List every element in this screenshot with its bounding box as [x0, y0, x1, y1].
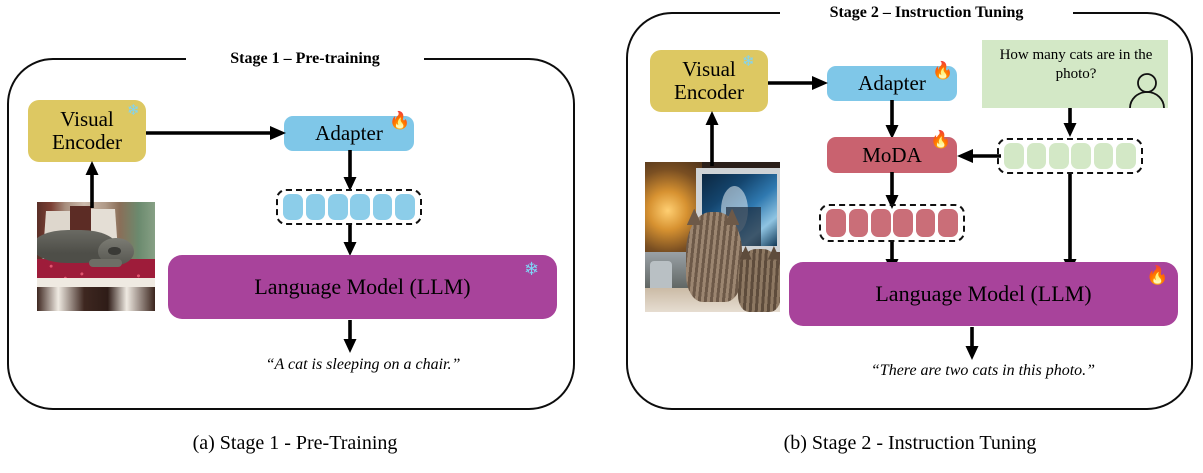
text-token-strip-stage-2	[997, 138, 1143, 174]
input-image-stage-1	[37, 202, 155, 311]
arrow-llm-to-output-stage-1	[338, 320, 362, 354]
llm-box-stage-1[interactable]: Language Model (LLM)	[168, 255, 557, 319]
token-pill	[1048, 143, 1069, 169]
token-pill	[870, 209, 891, 237]
visual-encoder-box-stage-1[interactable]: Visual Encoder	[28, 100, 146, 162]
arrow-visual-encoder-to-adapter-stage-1	[146, 122, 288, 144]
arrow-image-to-visual-encoder-stage-1	[80, 160, 104, 208]
llm-label: Language Model (LLM)	[875, 281, 1092, 307]
panel-stage-2-title: Stage 2 – Instruction Tuning	[780, 4, 1073, 22]
arrow-llm-to-output-stage-2	[960, 327, 984, 361]
arrow-tokens-to-llm-stage-1	[338, 225, 362, 257]
arrow-text-tokens-to-moda	[955, 145, 1001, 167]
token-pill	[1115, 143, 1136, 169]
token-pill	[937, 209, 958, 237]
arrow-visual-encoder-to-adapter-stage-2	[768, 72, 830, 94]
token-pill	[394, 194, 415, 220]
arrow-image-to-visual-encoder-stage-2	[700, 110, 724, 166]
token-pill	[848, 209, 869, 237]
arrow-moda-to-visual-tokens	[880, 172, 904, 210]
caption-stage-2: (b) Stage 2 - Instruction Tuning	[783, 432, 1037, 454]
token-pill	[1093, 143, 1114, 169]
visual-encoder-label-line2: Encoder	[674, 80, 744, 104]
visual-encoder-label-line1: Visual	[682, 57, 736, 82]
output-text-stage-1: “A cat is sleeping on a chair.”	[265, 356, 461, 373]
token-pill	[350, 194, 371, 220]
adapter-label: Adapter	[858, 71, 926, 96]
token-pill	[1026, 143, 1047, 169]
visual-encoder-label-line1: Visual	[60, 107, 114, 132]
adapter-label: Adapter	[315, 121, 383, 146]
output-text-stage-2: “There are two cats in this photo.”	[870, 362, 1096, 379]
token-pill	[893, 209, 914, 237]
arrow-adapter-to-moda-stage-2	[880, 100, 904, 140]
person-icon	[1129, 73, 1165, 108]
token-pill	[826, 209, 847, 237]
token-pill	[1071, 143, 1092, 169]
arrow-text-tokens-to-llm	[1058, 174, 1082, 274]
token-pill	[915, 209, 936, 237]
llm-box-stage-2[interactable]: Language Model (LLM)	[789, 262, 1178, 326]
visual-encoder-label-line2: Encoder	[52, 130, 122, 154]
moda-box-stage-2[interactable]: MoDA	[827, 137, 957, 173]
question-box-stage-2[interactable]: How many cats are in the photo?	[982, 40, 1168, 108]
token-pill	[305, 194, 326, 220]
moda-label: MoDA	[862, 142, 922, 167]
token-pill	[1004, 143, 1025, 169]
input-image-stage-2	[645, 162, 780, 312]
visual-token-strip-stage-1	[276, 189, 422, 225]
caption-stage-1: (a) Stage 1 - Pre-Training	[192, 432, 398, 454]
visual-token-strip-stage-2	[819, 204, 965, 242]
token-pill	[327, 194, 348, 220]
arrow-question-to-text-tokens	[1058, 108, 1082, 138]
question-text: How many cats are in the photo?	[999, 47, 1153, 82]
adapter-box-stage-1[interactable]: Adapter	[284, 116, 414, 151]
token-pill	[283, 194, 304, 220]
visual-encoder-box-stage-2[interactable]: Visual Encoder	[650, 50, 768, 112]
token-pill	[372, 194, 393, 220]
adapter-box-stage-2[interactable]: Adapter	[827, 66, 957, 101]
llm-label: Language Model (LLM)	[254, 274, 471, 300]
panel-stage-1-title: Stage 1 – Pre-training	[186, 50, 424, 68]
arrow-adapter-to-tokens-stage-1	[338, 150, 362, 192]
